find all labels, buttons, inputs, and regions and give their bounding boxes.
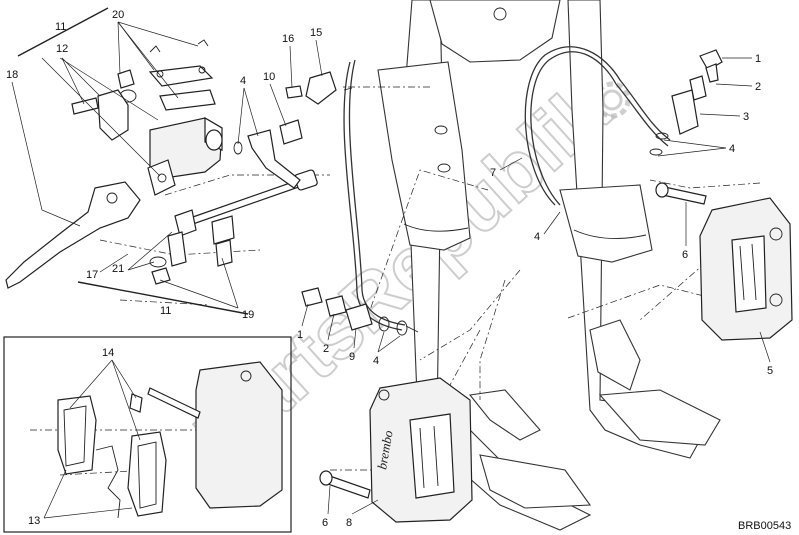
- reservoir-diaphragm: [159, 89, 216, 111]
- callout-11-top: 11: [55, 21, 66, 33]
- fork-assembly: [377, 0, 721, 531]
- callout-17: 17: [86, 269, 98, 281]
- master-cylinder: [5, 39, 318, 289]
- brake-hose-7: [343, 46, 671, 331]
- callout-6-bottom: 6: [322, 517, 328, 529]
- brake-lever: [5, 181, 141, 289]
- callout-4-topright: 4: [729, 143, 735, 155]
- callout-8: 8: [346, 517, 352, 529]
- banjo-bolt-stack-mid: [301, 287, 419, 336]
- callout-20: 20: [112, 9, 124, 21]
- callout-11-bottom: 11: [160, 305, 171, 317]
- callout-2-top: 2: [755, 81, 761, 93]
- group-bars: [17, 7, 249, 315]
- hose-clips: [285, 71, 353, 105]
- callout-3-top: 3: [743, 111, 749, 123]
- callout-7: 7: [490, 167, 496, 179]
- screw: [117, 69, 135, 89]
- clamp-screw: [71, 97, 99, 115]
- callout-9: 9: [349, 351, 355, 363]
- callout-19: 19: [242, 309, 254, 321]
- caliper-right: [655, 182, 793, 341]
- callout-12: 12: [56, 43, 68, 55]
- callout-4-mid: 4: [373, 355, 379, 367]
- reservoir-cap: [148, 65, 214, 87]
- svg-text:brembo: brembo: [374, 429, 396, 471]
- callout-13: 13: [28, 515, 40, 527]
- drawing-code: BRB00543: [738, 520, 791, 532]
- callout-15: 15: [310, 27, 322, 39]
- callout-16: 16: [282, 33, 294, 45]
- callout-18: 18: [6, 69, 18, 81]
- banjo-bolt-stack-right: [649, 49, 723, 156]
- leader-lines: [11, 21, 771, 519]
- callout-4-hose: 4: [534, 231, 540, 243]
- callout-1-top: 1: [755, 53, 761, 65]
- callout-1-mid: 1: [297, 329, 303, 341]
- callout-6-right: 6: [682, 249, 688, 261]
- brake-pads-inset: [3, 336, 292, 533]
- callout-2-mid: 2: [323, 343, 329, 355]
- callout-labels: 1 2 3 4 5 6 7 4 10 15 16 4 11 12 20 18 1…: [6, 9, 791, 532]
- callout-14: 14: [102, 347, 114, 359]
- callout-21: 21: [112, 263, 124, 275]
- callout-5: 5: [767, 365, 773, 377]
- callout-4-mc: 4: [240, 75, 246, 87]
- caliper-left: brembo: [319, 377, 473, 523]
- callout-10: 10: [263, 71, 275, 83]
